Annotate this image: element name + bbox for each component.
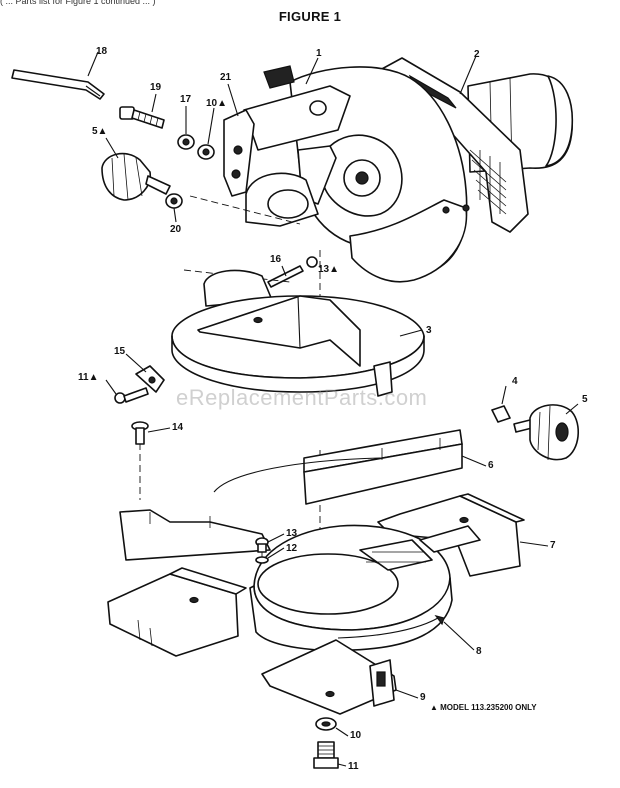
callout-2: 2 [474, 49, 480, 60]
plate-9-part [261, 639, 397, 715]
screw-11a-part [114, 387, 149, 404]
washer-17-part [177, 134, 195, 150]
washer-10-part [315, 717, 337, 731]
callout-10: 10 [350, 730, 362, 741]
callout-4: 4 [512, 376, 518, 387]
bolt-19-part [119, 106, 165, 129]
knob-5a-part [101, 152, 171, 201]
callout-3: 3 [426, 325, 432, 336]
cropped-top-text: ( ... Parts list for Figure 1 continued … [0, 0, 156, 6]
pin-16-part [267, 265, 304, 288]
callout-5a: 5▲ [92, 126, 108, 137]
callout-10a: 10▲ [206, 98, 228, 109]
figure-title: FIGURE 1 [278, 9, 342, 24]
callout-19: 19 [150, 82, 162, 93]
turntable-part [171, 269, 425, 397]
screw-13-part [255, 537, 269, 553]
knob-5-part [513, 404, 579, 461]
callout-16: 16 [270, 254, 282, 265]
nut-4-part [491, 405, 511, 423]
model-footnote: ▲ MODEL 113.235200 ONLY [430, 703, 537, 712]
callout-11: 11 [348, 761, 359, 772]
callout-6: 6 [488, 460, 494, 471]
saw-head-part [243, 65, 470, 283]
callout-14: 14 [172, 422, 184, 433]
callout-7: 7 [550, 540, 556, 551]
fence-left-part [119, 509, 271, 561]
screw-13a-part [306, 256, 318, 268]
callout-18: 18 [96, 46, 108, 57]
callout-8: 8 [476, 646, 482, 657]
callout-20: 20 [170, 224, 182, 235]
washer-12-part [255, 556, 269, 564]
leader-lines [87, 51, 579, 767]
washer-20-part [165, 193, 183, 209]
screw-14-part [131, 421, 149, 445]
washer-10a-part [197, 144, 215, 160]
callout-13a: 13▲ [318, 264, 340, 275]
fence-right-part [303, 429, 463, 505]
callout-1: 1 [316, 48, 322, 59]
callout-5: 5 [582, 394, 588, 405]
clamp-15-part [135, 365, 165, 393]
watermark: eReplacementParts.com [176, 385, 428, 410]
indicator-8-part [337, 615, 445, 639]
callout-17: 17 [180, 94, 192, 105]
bolt-11-part [313, 741, 339, 769]
hex-key-part [11, 69, 105, 100]
callout-21: 21 [220, 72, 232, 83]
bracket-part [223, 109, 255, 197]
callout-15: 15 [114, 346, 126, 357]
callout-12: 12 [286, 543, 298, 554]
callout-9: 9 [420, 692, 426, 703]
base-part [107, 457, 525, 657]
callout-11a: 11▲ [78, 372, 99, 383]
callout-13: 13 [286, 528, 298, 539]
